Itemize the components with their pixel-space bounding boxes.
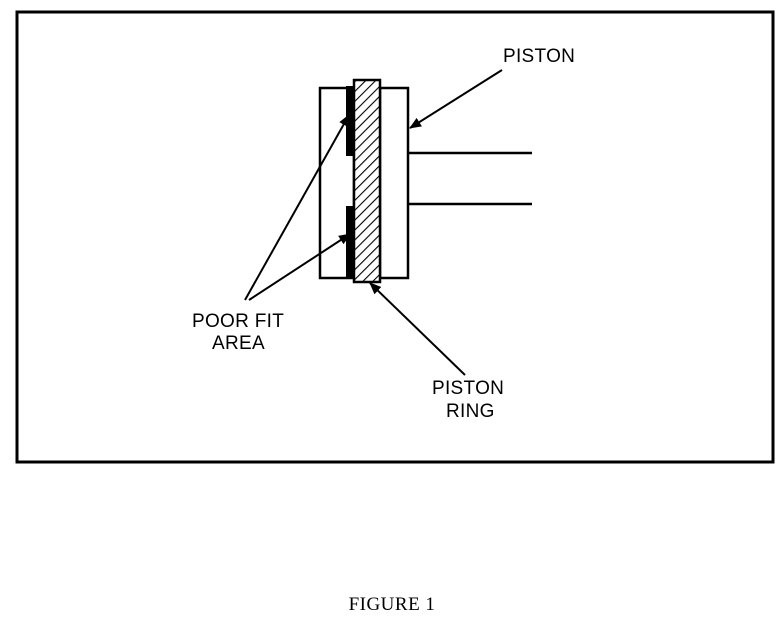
label-piston-ring-line2: RING [446,401,495,422]
label-poor-fit-line1: POOR FIT [192,311,284,332]
piston-ring-arrow [369,282,466,376]
piston-body [378,86,410,280]
label-piston-ring-line1: PISTON [432,378,504,399]
label-piston: PISTON [503,46,575,67]
poor-fit-area-upper [346,86,355,156]
poor-fit-area-lower [346,206,355,278]
figure-caption: FIGURE 1 [348,594,436,615]
poor-fit-arrow-lower [248,233,351,301]
label-poor-fit-line2: AREA [212,333,265,354]
poor-fit-arrow-upper [244,114,350,301]
figure-frame [15,10,775,464]
piston-arrow [409,69,503,129]
piston-ring [352,78,382,284]
